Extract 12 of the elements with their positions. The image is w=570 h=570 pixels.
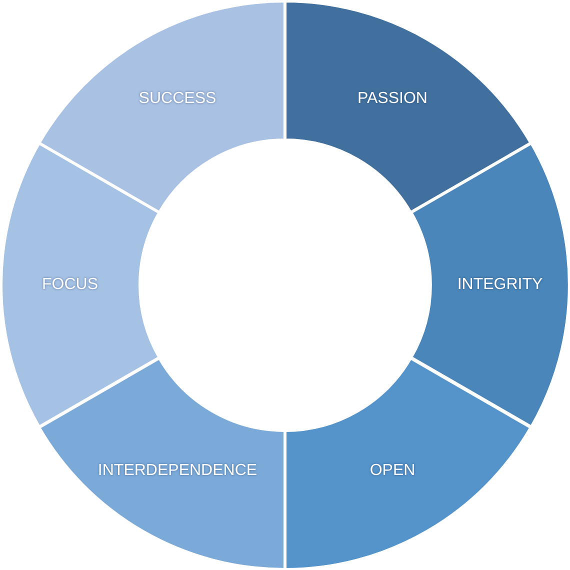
ring-segment xyxy=(410,143,569,427)
segment-label: INTERDEPENDENCE xyxy=(98,462,258,480)
segment-label: SUCCESS xyxy=(138,90,216,108)
ring-segment xyxy=(285,358,531,569)
segment-label: PASSION xyxy=(358,90,428,108)
ring-segment xyxy=(39,358,285,569)
segment-label: FOCUS xyxy=(42,276,98,294)
segment-label: OPEN xyxy=(370,462,416,480)
ring-segment xyxy=(1,143,160,427)
ring-segment xyxy=(39,1,285,212)
ring-segment xyxy=(285,1,531,212)
segment-label: INTEGRITY xyxy=(457,276,543,294)
